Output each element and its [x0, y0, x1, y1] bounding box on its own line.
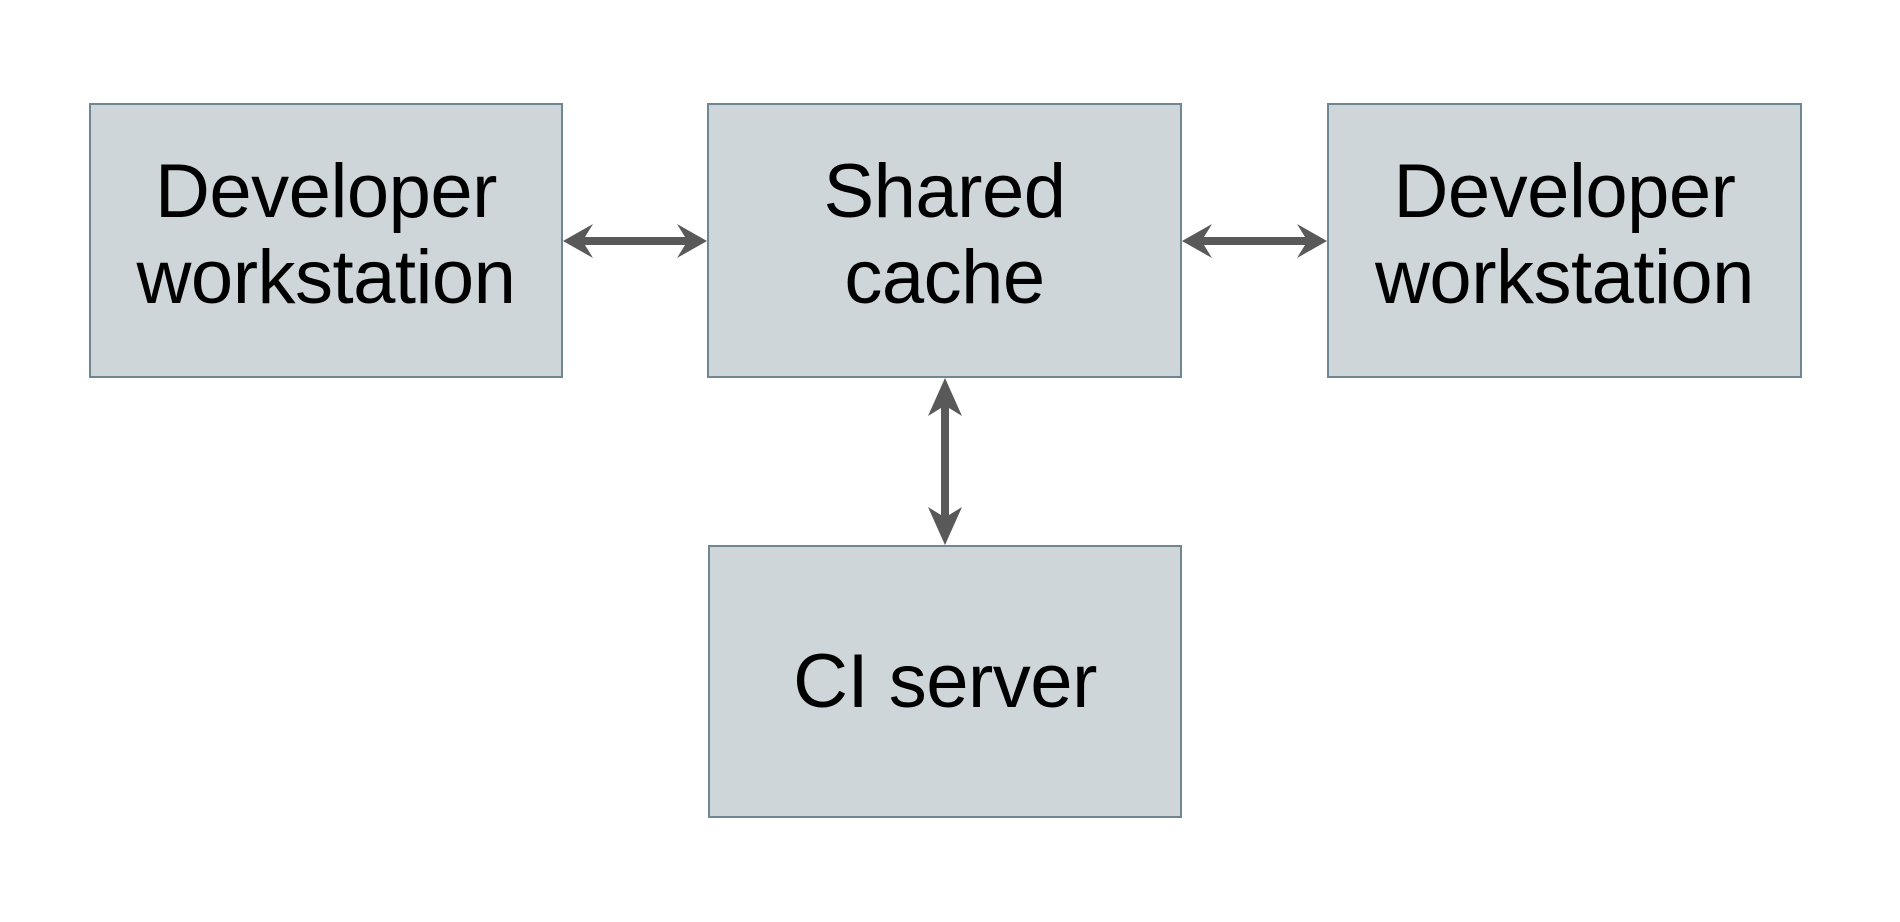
edge-ci-server-shared-cache [915, 378, 975, 545]
node-label: CI server [793, 638, 1097, 724]
node-developer-workstation-right[interactable]: Developer workstation [1327, 103, 1802, 378]
node-shared-cache[interactable]: Shared cache [707, 103, 1182, 378]
node-label: Developer workstation [1375, 149, 1754, 320]
node-label: Shared cache [823, 149, 1066, 320]
edge-left-workstation-shared-cache [563, 211, 707, 271]
double-arrow-horizontal-icon [563, 224, 707, 258]
double-arrow-horizontal-icon [1182, 224, 1327, 258]
edge-shared-cache-right-workstation [1182, 211, 1327, 271]
node-ci-server[interactable]: CI server [708, 545, 1182, 818]
double-arrow-vertical-icon [928, 378, 962, 545]
node-developer-workstation-left[interactable]: Developer workstation [89, 103, 563, 378]
node-label: Developer workstation [136, 149, 516, 320]
